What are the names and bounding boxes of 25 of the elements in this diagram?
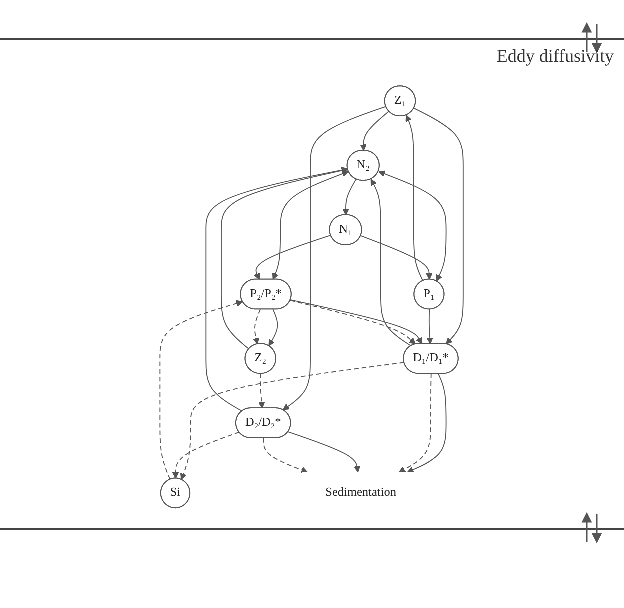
arrow: [378, 170, 447, 282]
arrow: [258, 374, 266, 409]
arrow: [254, 234, 332, 280]
arrow: [426, 309, 434, 344]
arrow: [253, 309, 262, 345]
arrow: [360, 236, 434, 280]
arrow: [272, 170, 350, 280]
arrow: [221, 167, 349, 350]
arrow: [414, 108, 464, 345]
arrow: [263, 438, 308, 474]
arrow: [407, 374, 447, 474]
arrow: [160, 300, 244, 480]
arrow: [172, 432, 240, 479]
arrow: [206, 166, 349, 412]
annotation-text: Eddy diffusivity: [496, 46, 614, 67]
arrow: [371, 179, 412, 347]
arrow: [288, 432, 361, 473]
arrow: [406, 115, 424, 282]
arrow: [399, 374, 432, 473]
arrow: [268, 309, 278, 346]
arrow: [360, 111, 390, 152]
arrow: [342, 178, 357, 216]
arrow: [283, 106, 387, 410]
node-text: Sedimentation: [326, 486, 397, 500]
arrow: [180, 362, 406, 480]
